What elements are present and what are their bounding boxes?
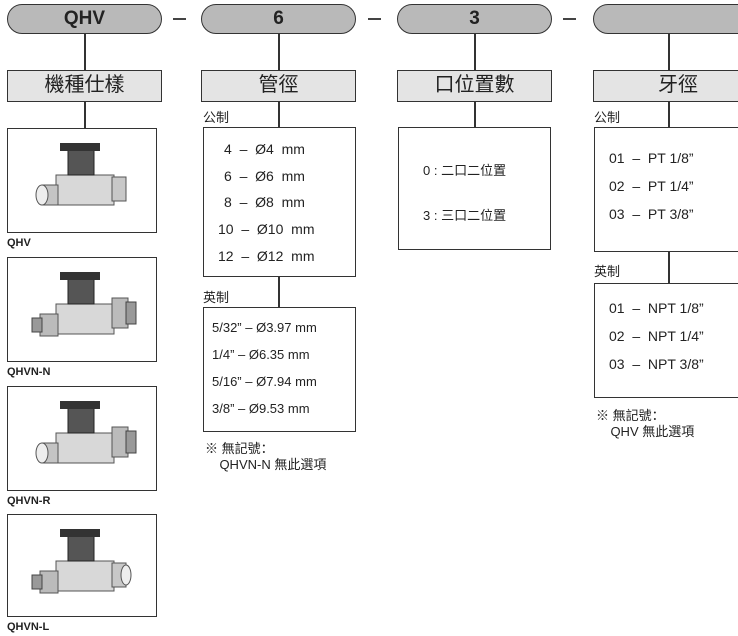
thread-code-pill [593, 4, 738, 34]
separator-dash [368, 18, 381, 20]
imperial-label: 英制 [203, 290, 230, 305]
thread-metric-box: 01 – PT 1/8” 02 – PT 1/4” 03 – PT 3/8” [594, 127, 738, 252]
connector-line [668, 252, 670, 283]
thread-imperial-box: 01 – NPT 1/8” 02 – NPT 1/4” 03 – NPT 3/8… [594, 283, 738, 398]
connector-line [668, 34, 670, 70]
diameter-imperial-option: 1/4” – Ø6.35 mm [212, 347, 310, 362]
series-code-pill: QHV [7, 4, 162, 34]
thread-metric-option: 02 – PT 1/4” [609, 178, 694, 194]
product-caption: QHVN-R [7, 495, 51, 507]
connector-line [668, 102, 670, 128]
thread-imperial-option: 03 – NPT 3/8” [609, 356, 704, 372]
position-options-box: 0 : 二口二位置 3 : 三口二位置 [398, 127, 551, 250]
product-image-qhvn-r [7, 386, 157, 491]
position-option: 0 : 二口二位置 [423, 163, 507, 178]
position-option: 3 : 三口二位置 [423, 208, 507, 223]
metric-label: 公制 [203, 110, 230, 125]
thread-metric-option: 01 – PT 1/8” [609, 150, 694, 166]
product-caption: QHVN-L [7, 621, 50, 633]
diameter-note: ※ 無記號： QHVN-N 無此選項 [205, 441, 327, 472]
separator-dash [563, 18, 576, 20]
diameter-imperial-option: 5/32” – Ø3.97 mm [212, 320, 317, 335]
thread-note: ※ 無記號： QHV 無此選項 [596, 408, 695, 439]
thread-imperial-option: 01 – NPT 1/8” [609, 300, 704, 316]
diameter-metric-option: 6 – Ø6 mm [224, 168, 305, 184]
diameter-code-pill: 6 [201, 4, 356, 34]
connector-line [84, 34, 86, 70]
position-header: 口位置數 [397, 70, 552, 102]
thread-metric-option: 03 – PT 3/8” [609, 206, 694, 222]
thread-imperial-option: 02 – NPT 1/4” [609, 328, 704, 344]
connector-line [278, 34, 280, 70]
diameter-imperial-box: 5/32” – Ø3.97 mm 1/4” – Ø6.35 mm 5/16” –… [203, 307, 356, 432]
product-caption: QHVN-N [7, 366, 51, 378]
metric-label: 公制 [594, 110, 621, 125]
diameter-metric-box: 4 – Ø4 mm 6 – Ø6 mm 8 – Ø8 mm 10 – Ø10 m… [203, 127, 356, 277]
connector-line [278, 277, 280, 307]
imperial-label: 英制 [594, 264, 621, 279]
separator-dash [173, 18, 186, 20]
connector-line [474, 102, 476, 128]
diameter-imperial-option: 3/8” – Ø9.53 mm [212, 401, 310, 416]
position-code-pill: 3 [397, 4, 552, 34]
diameter-metric-option: 12 – Ø12 mm [218, 248, 315, 264]
diameter-imperial-option: 5/16” – Ø7.94 mm [212, 374, 317, 389]
connector-line [84, 102, 86, 128]
diameter-metric-option: 8 – Ø8 mm [224, 194, 305, 210]
thread-header: 牙徑 [593, 70, 738, 102]
product-caption: QHV [7, 237, 31, 249]
spec-header: 機種仕樣 [7, 70, 162, 102]
diameter-metric-option: 4 – Ø4 mm [224, 141, 305, 157]
connector-line [278, 102, 280, 128]
product-image-qhvn-n [7, 257, 157, 362]
diameter-metric-option: 10 – Ø10 mm [218, 221, 315, 237]
product-image-qhv [7, 128, 157, 233]
diameter-header: 管徑 [201, 70, 356, 102]
connector-line [474, 34, 476, 70]
product-image-qhvn-l [7, 514, 157, 617]
